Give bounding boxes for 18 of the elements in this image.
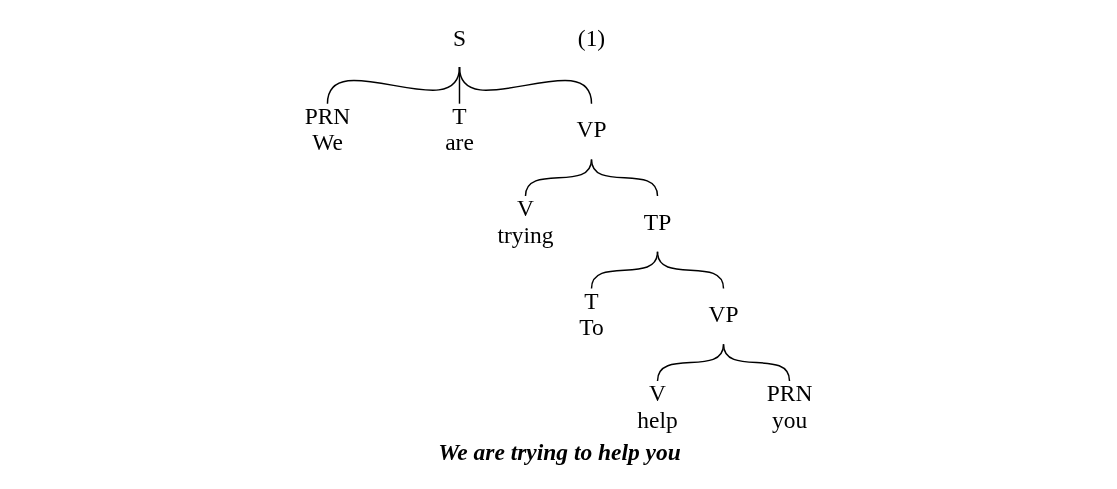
- connector: [722, 343, 791, 382]
- node-text: V trying: [497, 195, 554, 248]
- label: (1): [577, 25, 606, 52]
- node-text: T To: [579, 287, 604, 341]
- connector: [590, 158, 659, 197]
- node-text: S: [452, 25, 467, 52]
- node-text: TP: [643, 208, 672, 235]
- connector: [656, 251, 725, 290]
- node-text: V help: [637, 380, 678, 433]
- node-text: VP: [708, 300, 739, 327]
- node-text: PRN you: [766, 380, 813, 433]
- connector: [458, 66, 593, 105]
- caption: We are trying to help you: [438, 438, 681, 465]
- node-text: VP: [576, 116, 607, 143]
- node-text: PRN We: [304, 102, 351, 156]
- node-text: T are: [445, 102, 474, 156]
- connector: [656, 343, 725, 382]
- connector: [524, 158, 593, 197]
